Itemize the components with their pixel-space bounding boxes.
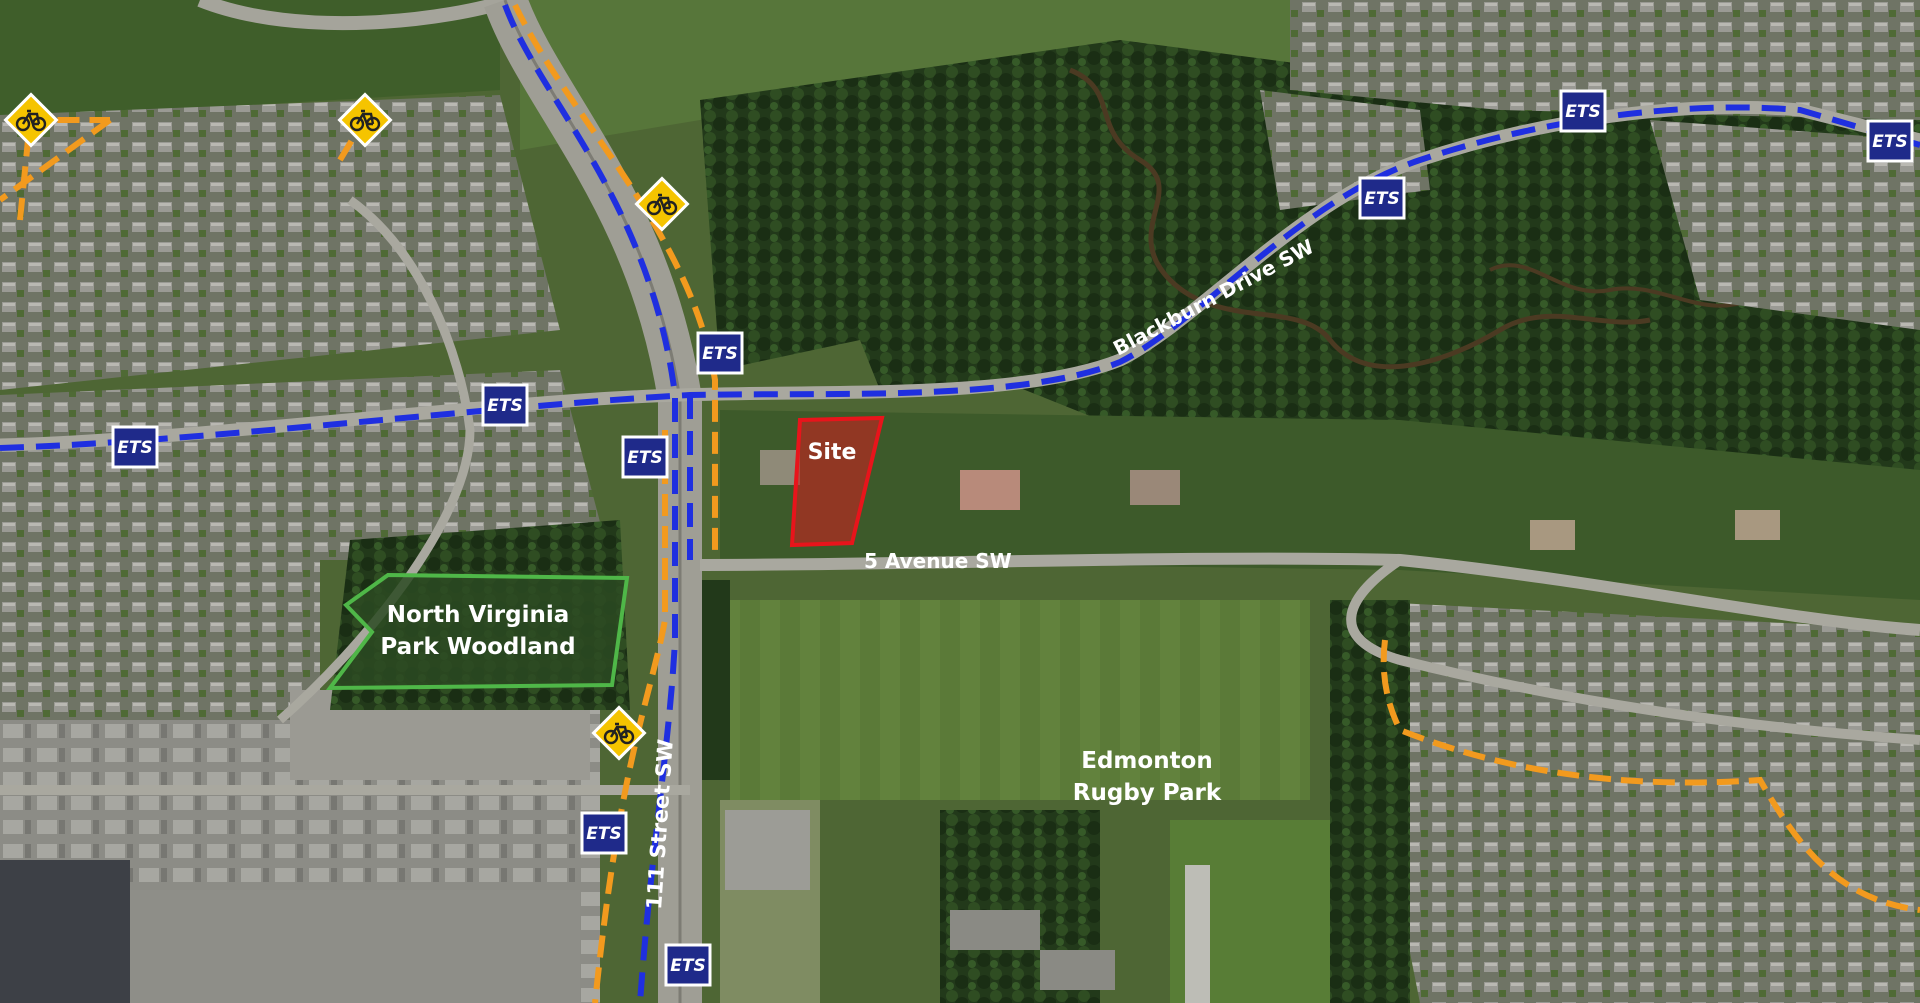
site-label: Site — [808, 440, 857, 465]
bike-sign[interactable] — [634, 176, 690, 232]
ets-badge[interactable]: ETS — [1358, 176, 1406, 220]
residential-northwest — [0, 95, 560, 390]
clubhouse — [950, 910, 1040, 950]
ets-badge[interactable]: ETS — [580, 811, 628, 855]
ets-label: ETS — [1872, 132, 1907, 152]
estate-house — [1130, 470, 1180, 505]
building-roof — [0, 860, 130, 1003]
estate-house — [960, 470, 1020, 510]
parking-lot — [130, 890, 580, 1003]
ets-badge[interactable]: ETS — [111, 425, 159, 469]
site-marker[interactable]: Site — [789, 415, 885, 548]
ets-badge[interactable]: ETS — [664, 943, 712, 987]
residential-east — [1650, 120, 1920, 330]
bus-stop-icon — [696, 331, 744, 375]
ets-label: ETS — [586, 824, 621, 844]
road-local-west — [277, 196, 475, 724]
bicycle-icon — [603, 722, 635, 745]
bus-stop-icon — [580, 811, 628, 855]
park-label-line2: Park Woodland — [380, 634, 575, 660]
transit-route — [0, 3, 1920, 1003]
farm-field — [0, 0, 500, 120]
bus-stop-icon — [481, 383, 529, 427]
ets-label: ETS — [1565, 102, 1600, 122]
bicycle-icon — [349, 109, 381, 132]
park-outline — [325, 572, 630, 691]
ets-badge[interactable]: ETS — [481, 383, 529, 427]
bus-stop-icon — [1559, 89, 1607, 133]
bleachers — [1185, 865, 1210, 1003]
ets-label: ETS — [627, 448, 662, 468]
residential-northeast — [1290, 0, 1920, 120]
bus-stop-icon — [111, 425, 159, 469]
ets-badge[interactable]: ETS — [1866, 119, 1914, 163]
bicycle-icon — [646, 193, 678, 216]
road-north-loop — [197, 0, 513, 31]
road-label-5-avenue: 5 Avenue SW — [864, 549, 1012, 573]
residential-southeast — [1340, 600, 1920, 1003]
ets-label: ETS — [702, 344, 737, 364]
ets-badge[interactable]: ETS — [696, 331, 744, 375]
tree-line-east — [1330, 600, 1410, 1003]
estate-house — [1735, 510, 1780, 540]
bike-sign[interactable] — [337, 92, 393, 148]
estate-lots — [720, 410, 1920, 600]
estate-house — [1530, 520, 1575, 550]
ets-label: ETS — [1364, 189, 1399, 209]
rugby-field-north — [730, 600, 1310, 800]
ets-label: ETS — [117, 438, 152, 458]
bus-stop-icon — [1866, 119, 1914, 163]
bus-stop-icon — [621, 435, 669, 479]
bike-sign[interactable] — [591, 705, 647, 761]
road-5-avenue — [699, 552, 1920, 636]
bus-stop-icon — [664, 943, 712, 987]
rugby-park-label-line2: Rugby Park — [1073, 780, 1222, 806]
ets-label: ETS — [670, 956, 705, 976]
rugby-park-label-line1: Edmonton — [1081, 748, 1213, 774]
tree-line — [700, 580, 730, 780]
office-building — [725, 810, 810, 890]
park-label-line1: North Virginia — [387, 602, 570, 628]
bicycle-icon — [15, 109, 47, 132]
park-woodland-marker[interactable]: North Virginia Park Woodland — [325, 572, 630, 691]
estate-house — [760, 450, 800, 485]
clubhouse — [1040, 950, 1115, 990]
creek-branch — [1489, 263, 1751, 308]
bike-sign[interactable] — [3, 92, 59, 148]
ets-label: ETS — [487, 396, 522, 416]
creek — [1069, 67, 1651, 370]
site-outline — [789, 415, 885, 548]
river-valley-woodland — [700, 40, 1920, 480]
ets-badge[interactable]: ETS — [1559, 89, 1607, 133]
ets-badge[interactable]: ETS — [621, 435, 669, 479]
road-residential-loop — [1346, 555, 1920, 745]
bus-stop-icon — [1358, 176, 1406, 220]
